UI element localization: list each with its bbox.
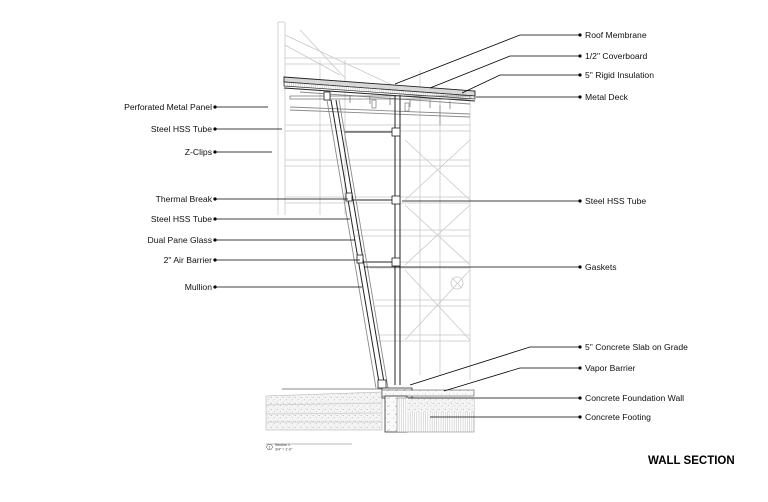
z-clips-label: Z-Clips [185,147,212,157]
steel-hss-tube-upper-label: Steel HSS Tube [151,124,212,134]
roof-membrane-callout-dot [578,33,582,37]
section-tag-circle [266,443,273,451]
roof-assembly [283,76,476,125]
steel-hss-tube-lower-label: Steel HSS Tube [151,214,212,224]
mullion-callout-dot [213,285,217,289]
coverboard-label: 1/2" Coverboard [585,51,648,61]
vapor-barrier-callout-dot [578,366,582,370]
roof-membrane-label: Roof Membrane [585,30,647,40]
z-clips-callout-dot [213,150,217,154]
gaskets-callout-dot [578,265,582,269]
coverboard-callout-dot [578,54,582,58]
concrete-foundation-wall-label: Concrete Foundation Wall [585,393,684,403]
gaskets-label: Gaskets [585,262,617,272]
mullion-label: Mullion [185,282,212,292]
vapor-barrier-label: Vapor Barrier [585,363,636,373]
curtain-wall [326,99,389,389]
background-elevation [277,21,471,390]
perforated-metal-panel-callout-dot [213,105,217,109]
leaders-right [364,34,580,418]
column [345,95,401,385]
foundation [265,387,475,433]
concrete-footing-callout-dot [578,415,582,419]
section-tag-number: 1 [269,445,271,449]
air-barrier-callout-dot [213,258,217,262]
concrete-foundation-wall-callout-dot [578,396,582,400]
metal-deck-label: Metal Deck [585,92,629,102]
steel-hss-tube-right-label: Steel HSS Tube [585,196,646,206]
section-tag-scale: 3/4" = 1'-0" [275,448,293,452]
steel-hss-tube-right-callout-dot [578,199,582,203]
rigid-insulation-callout-dot [578,73,582,77]
drawing-title: WALL SECTION [648,455,735,467]
concrete-slab-callout-dot [578,345,582,349]
thermal-break-callout-dot [213,197,217,201]
dual-pane-glass-callout-dot [213,238,217,242]
concrete-footing-label: Concrete Footing [585,412,651,422]
air-barrier-label: 2" Air Barrier [164,255,213,265]
steel-hss-tube-upper-callout-dot [213,127,217,131]
section-tag: 1 Section 1 3/4" = 1'-0" [266,443,352,452]
leaders-left [215,106,362,288]
metal-deck-callout-dot [578,95,582,99]
perforated-metal-panel-label: Perforated Metal Panel [124,102,212,112]
dual-pane-glass-label: Dual Pane Glass [148,235,213,245]
thermal-break-label: Thermal Break [156,194,213,204]
steel-hss-tube-lower-callout-dot [213,217,217,221]
concrete-slab-label: 5" Concrete Slab on Grade [585,342,688,352]
rigid-insulation-label: 5" Rigid Insulation [585,70,654,80]
section-tag-name: Section 1 [275,443,290,447]
